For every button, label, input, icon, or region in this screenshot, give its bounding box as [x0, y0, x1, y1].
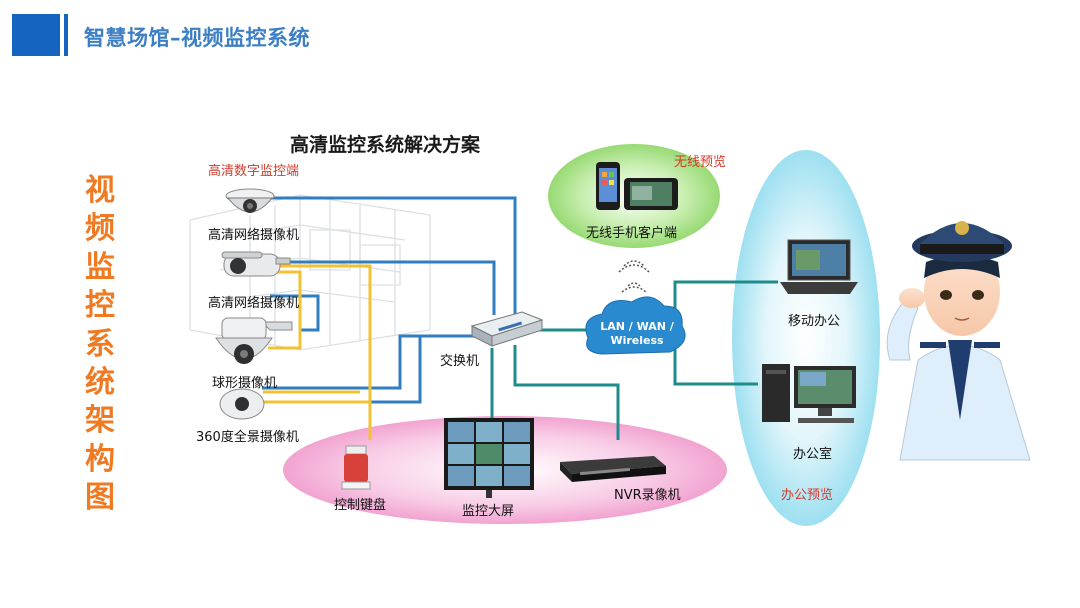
side-vertical-title: 视 频 监 控 系 统 架 构 图 — [82, 172, 118, 518]
front-end-label: 高清数字监控端 — [208, 164, 300, 179]
nvr-label: NVR录像机 — [614, 488, 681, 503]
keyboard-label: 控制键盘 — [334, 498, 387, 513]
wifi-signal-icon — [618, 260, 650, 293]
side-title-char: 构 — [85, 441, 115, 477]
side-title-char: 视 — [85, 173, 115, 208]
switch-label: 交换机 — [440, 354, 480, 369]
network-label-line2: Wireless — [610, 334, 664, 347]
camera-label: 360度全景摄像机 — [196, 430, 299, 445]
side-title-char: 监 — [85, 249, 115, 285]
police-officer-illustration — [886, 221, 1031, 461]
office-preview-label: 办公预览 — [781, 488, 834, 503]
side-title-char: 系 — [85, 326, 115, 362]
diagram-title: 高清监控系统解决方案 — [290, 134, 481, 156]
side-title-char: 控 — [85, 288, 115, 324]
side-title-char: 频 — [85, 211, 115, 247]
switch-icon — [470, 311, 544, 347]
side-title-char: 图 — [85, 480, 115, 516]
side-title-char: 架 — [85, 403, 115, 439]
mobile-client-label: 无线手机客户端 — [586, 226, 678, 241]
desktop-pc-icon — [762, 364, 856, 423]
office-label: 办公室 — [793, 447, 833, 462]
page-title: 智慧场馆–视频监控系统 — [84, 26, 310, 50]
nvr-recorder-icon — [560, 456, 666, 482]
office-preview-zone — [732, 150, 880, 526]
header-logo-block — [12, 14, 60, 56]
smartphone-landscape-icon — [624, 178, 678, 210]
bullet-camera-icon — [221, 251, 291, 277]
video-wall-icon — [444, 418, 534, 498]
camera-label: 高清网络摄像机 — [208, 228, 300, 243]
fisheye-camera-icon — [219, 388, 265, 420]
laptop-icon — [780, 239, 858, 294]
alarm-keyboard-icon — [341, 445, 371, 490]
network-label-line1: LAN / WAN / — [600, 320, 674, 333]
wireless-preview-label: 无线预览 — [674, 155, 727, 170]
dome-camera-icon — [225, 188, 275, 213]
video-wall-label: 监控大屏 — [462, 504, 515, 519]
header-divider — [64, 14, 68, 56]
speed-dome-camera-icon — [215, 317, 293, 364]
side-title-char: 统 — [85, 365, 115, 401]
smartphone-icon — [596, 162, 620, 210]
cloud-icon — [585, 296, 686, 355]
camera-label: 球形摄像机 — [212, 376, 278, 391]
mobile-office-label: 移动办公 — [788, 314, 841, 329]
camera-label: 高清网络摄像机 — [208, 296, 300, 311]
